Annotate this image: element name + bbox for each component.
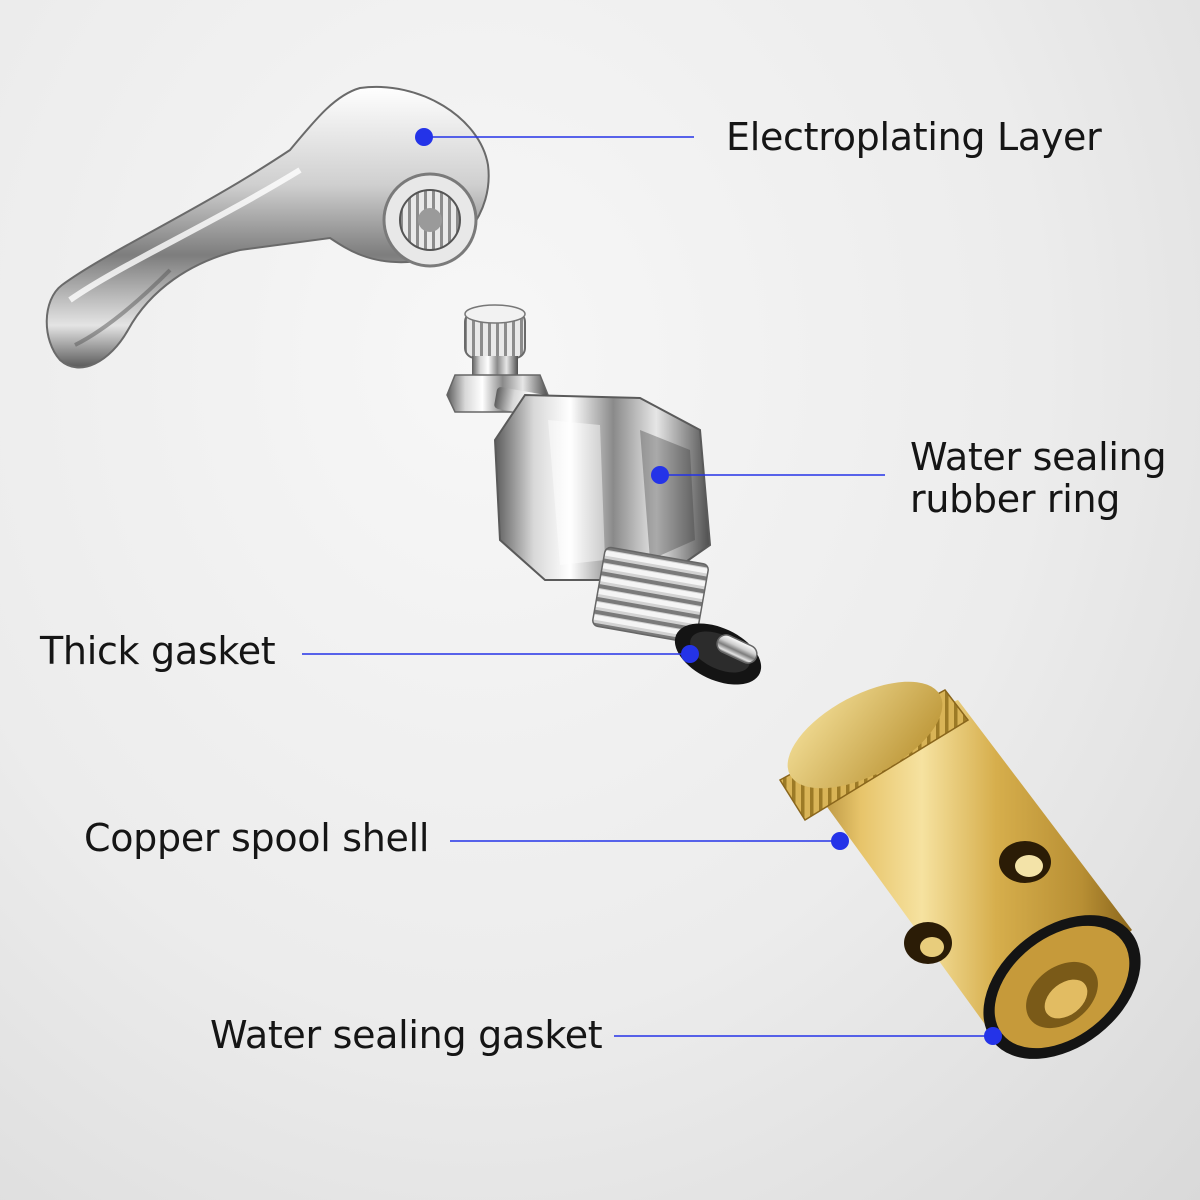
label-water-sealing-gasket: Water sealing gasket <box>210 1013 603 1057</box>
label-rubber-ring-line2: rubber ring <box>910 477 1121 521</box>
valve-stem <box>446 304 762 685</box>
label-copper-spool-shell: Copper spool shell <box>84 816 430 860</box>
callout-dot-rubber-ring <box>651 466 669 484</box>
callouts <box>302 128 1002 1045</box>
label-water-sealing-rubber-ring: Water sealing rubber ring <box>910 435 1167 521</box>
label-thick-gasket: Thick gasket <box>40 629 276 673</box>
label-rubber-ring-line1: Water sealing <box>910 435 1167 479</box>
callout-dot-thick-gasket <box>681 645 699 663</box>
callout-dot-copper-shell <box>831 832 849 850</box>
lever-handle <box>45 85 490 369</box>
label-electroplating-layer: Electroplating Layer <box>726 115 1102 159</box>
callout-dot-sealing-gasket <box>984 1027 1002 1045</box>
callout-dot-electroplating <box>415 128 433 146</box>
copper-spool-shell <box>778 681 1141 1059</box>
